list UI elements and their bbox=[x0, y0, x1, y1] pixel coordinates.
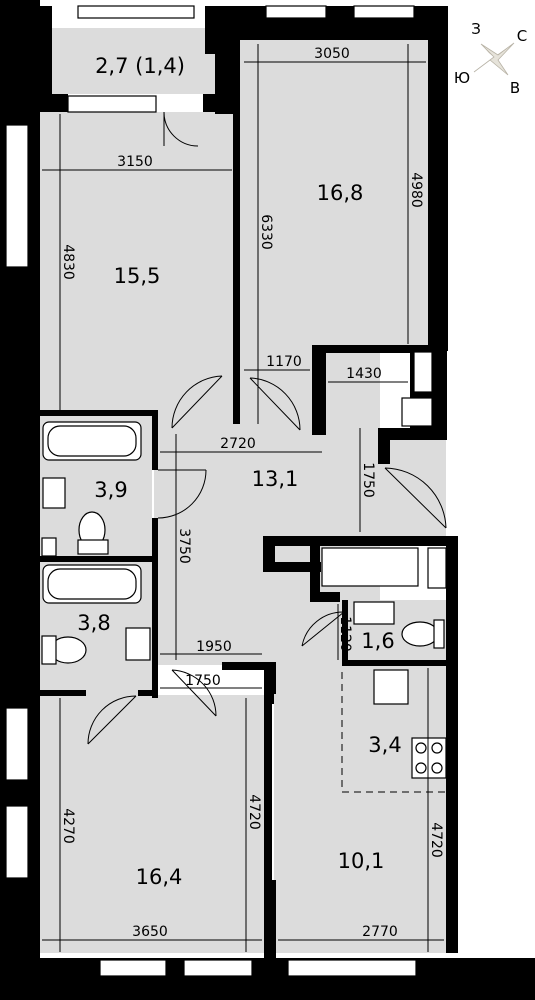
dim-4270: 4270 bbox=[60, 808, 76, 844]
area-kitchen-niche: 3,4 bbox=[368, 733, 401, 757]
dim-1950: 1950 bbox=[196, 639, 232, 655]
sink-2 bbox=[125, 627, 151, 661]
dim-2770: 2770 bbox=[362, 924, 398, 940]
area-wc: 1,6 bbox=[361, 629, 394, 653]
area-hall: 13,1 bbox=[252, 467, 299, 491]
door-bedroom-left bbox=[171, 375, 223, 429]
windows bbox=[5, 5, 417, 977]
area-balcony: 2,7 (1,4) bbox=[95, 54, 185, 78]
area-room-bottom-right: 10,1 bbox=[338, 849, 385, 873]
window-top-right-2 bbox=[353, 5, 415, 19]
dim-4980: 4980 bbox=[408, 172, 424, 208]
compass-label-east: В bbox=[510, 79, 520, 97]
door-bedroom-bottom bbox=[171, 669, 217, 717]
dim-1750-vertical: 1750 bbox=[360, 462, 376, 498]
dim-6330: 6330 bbox=[258, 214, 274, 250]
area-bathroom-1: 3,9 bbox=[94, 478, 127, 502]
window-left-3 bbox=[5, 805, 29, 879]
dimension-lines bbox=[42, 44, 444, 952]
compass-label-north: С bbox=[517, 27, 527, 45]
doors bbox=[87, 111, 447, 745]
window-balcony-inner bbox=[67, 95, 157, 113]
dim-4720-left: 4720 bbox=[246, 794, 262, 830]
window-left-2 bbox=[5, 707, 29, 781]
compass-core-light bbox=[473, 42, 515, 76]
toilet-wc bbox=[401, 621, 439, 647]
dim-3050: 3050 bbox=[314, 46, 350, 62]
window-bottom-2 bbox=[183, 959, 253, 977]
dim-1750-horizontal: 1750 bbox=[185, 673, 221, 689]
area-bathroom-2: 3,8 bbox=[77, 611, 110, 635]
window-bottom-1 bbox=[99, 959, 167, 977]
dim-4830: 4830 bbox=[60, 244, 76, 280]
area-bedroom-top-right: 16,8 bbox=[317, 181, 364, 205]
door-entrance bbox=[384, 467, 447, 529]
dim-1120: 1120 bbox=[337, 616, 353, 652]
area-bedroom-top-left: 15,5 bbox=[114, 264, 161, 288]
dim-4720-right: 4720 bbox=[428, 822, 444, 858]
door-balcony bbox=[163, 111, 199, 147]
dim-3650: 3650 bbox=[132, 924, 168, 940]
area-bedroom-bottom-left: 16,4 bbox=[136, 865, 183, 889]
dim-1430: 1430 bbox=[346, 366, 382, 382]
door-bath-2 bbox=[87, 695, 137, 745]
window-left-1 bbox=[5, 124, 29, 268]
compass-label-west: З bbox=[471, 20, 481, 38]
sink-wc bbox=[353, 601, 395, 625]
window-top-balcony bbox=[77, 5, 195, 19]
fixtures bbox=[41, 351, 447, 793]
dim-3150: 3150 bbox=[117, 154, 153, 170]
compass-rose: З С Ю В bbox=[454, 20, 527, 97]
sink-kitchen bbox=[373, 669, 409, 705]
dim-2720: 2720 bbox=[220, 436, 256, 452]
compass-label-south: Ю bbox=[454, 69, 470, 87]
sink-1 bbox=[42, 477, 66, 509]
window-bottom-3 bbox=[287, 959, 417, 977]
floor-areas bbox=[40, 28, 446, 953]
dim-1170: 1170 bbox=[266, 354, 302, 370]
window-top-right-1 bbox=[265, 5, 327, 19]
door-bath-1 bbox=[157, 469, 207, 519]
dim-3750: 3750 bbox=[176, 528, 192, 564]
